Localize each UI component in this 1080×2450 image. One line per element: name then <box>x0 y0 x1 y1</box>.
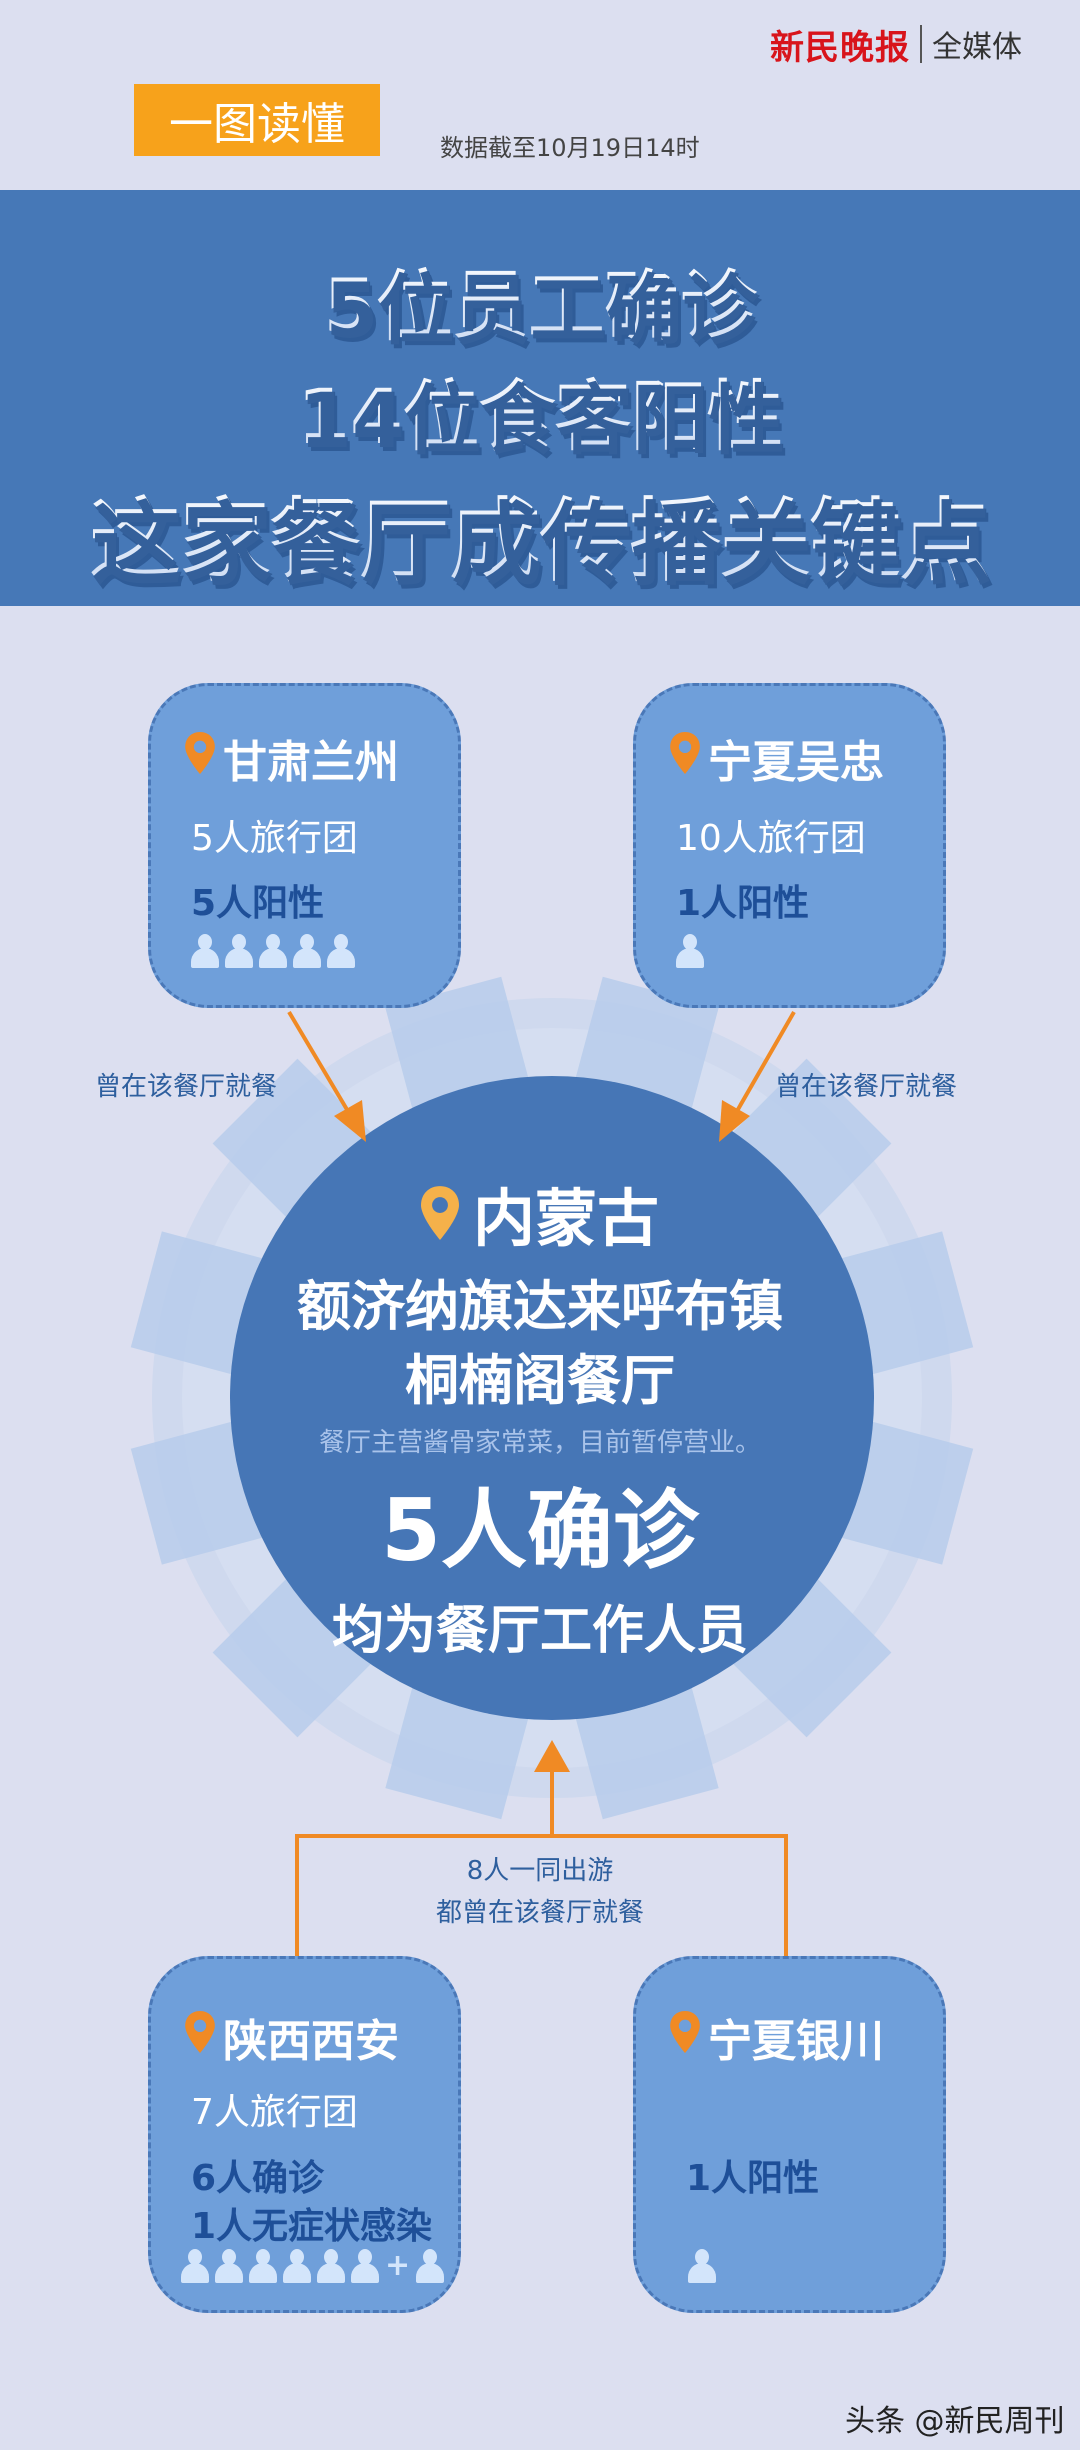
tag-badge: 一图读懂 <box>134 84 380 156</box>
center-detail: 均为餐厅工作人员 <box>331 1601 748 1661</box>
person-icons <box>189 934 357 968</box>
person-icons <box>686 2249 718 2283</box>
card-result-2: 1人无症状感染 <box>191 2206 433 2247</box>
person-icon <box>414 2249 446 2283</box>
title-line-1: 5位员工确诊 <box>0 245 1080 355</box>
arrowheads <box>334 1100 750 1772</box>
arrow-up-icon <box>534 1740 570 1772</box>
center-note: 餐厅主营酱骨家常菜，目前暂停营业。 <box>318 1428 761 1458</box>
card-title: 甘肃兰州 <box>185 726 399 790</box>
center-restaurant: 桐楠阁餐厅 <box>405 1349 675 1412</box>
gear-tooth <box>212 1574 376 1738</box>
person-icons: + <box>179 2249 446 2283</box>
card-title: 陕西西安 <box>185 2005 399 2069</box>
logo: 新民晚报 全媒体 <box>770 22 1022 68</box>
gear-tooth <box>130 1420 269 1565</box>
card-location: 宁夏银川 <box>708 2016 884 2067</box>
gear-tooth <box>212 1058 376 1222</box>
card-title: 宁夏银川 <box>670 2005 884 2069</box>
person-icon <box>291 934 323 968</box>
gear-tooth <box>385 976 530 1115</box>
gear-tooth <box>728 1574 892 1738</box>
arrow-right-icon <box>719 1100 750 1142</box>
logo-main: 新民晚报 <box>770 27 910 68</box>
card-group: 5人旅行团 <box>191 818 358 859</box>
person-icon <box>686 2249 718 2283</box>
date-note: 数据截至10月19日14时 <box>440 134 700 162</box>
location-pin-icon <box>670 2010 700 2064</box>
card-gansu-lanzhou: 甘肃兰州 5人旅行团 5人阳性 <box>148 683 461 1008</box>
card-ningxia-wuzhong: 宁夏吴忠 10人旅行团 1人阳性 <box>633 683 946 1008</box>
card-location: 宁夏吴忠 <box>708 737 884 788</box>
title-line-2: 14位食客阳性 <box>0 355 1080 465</box>
location-pin-icon <box>185 731 215 785</box>
person-icon <box>315 2249 347 2283</box>
card-group: 10人旅行团 <box>676 818 866 859</box>
center-circle <box>230 1076 874 1720</box>
center-town: 额济纳旗达来呼布镇 <box>297 1275 783 1338</box>
watermark: 头条 @新民周刊 <box>845 2404 1065 2439</box>
card-title: 宁夏吴忠 <box>670 726 884 790</box>
card-result: 6人确诊 <box>191 2158 325 2199</box>
edge-label-bottom-2: 都曾在该餐厅就餐 <box>435 1898 644 1928</box>
connector-lines <box>287 1010 796 1956</box>
center-region: 内蒙古 <box>0 1168 1080 1258</box>
card-result: 5人阳性 <box>191 883 325 924</box>
gear-tooth <box>835 1231 974 1376</box>
person-icon <box>674 934 706 968</box>
person-icon <box>213 2249 245 2283</box>
location-pin-icon <box>670 731 700 785</box>
card-group: 7人旅行团 <box>191 2092 358 2133</box>
edge-label-left: 曾在该餐厅就餐 <box>95 1072 278 1102</box>
arrow-left-icon <box>334 1100 366 1142</box>
gear-tooth <box>574 1681 719 1820</box>
location-pin-icon <box>420 1186 459 1240</box>
person-icon <box>281 2249 313 2283</box>
person-icon <box>179 2249 211 2283</box>
edge-label-right: 曾在该餐厅就餐 <box>775 1072 958 1102</box>
title-banner <box>0 190 1080 606</box>
person-icon <box>349 2249 381 2283</box>
person-icon <box>247 2249 279 2283</box>
gear-tooth <box>728 1058 892 1222</box>
card-ningxia-yinchuan: 宁夏银川 1人阳性 <box>633 1956 946 2313</box>
card-result: 1人阳性 <box>686 2158 820 2199</box>
title-line-3: 这家餐厅成传播关键点 <box>0 468 1080 598</box>
person-icon <box>325 934 357 968</box>
gear-tooth <box>574 976 719 1115</box>
logo-divider <box>920 25 922 63</box>
card-location: 甘肃兰州 <box>223 737 399 788</box>
person-icon <box>189 934 221 968</box>
card-location: 陕西西安 <box>223 2016 399 2067</box>
gear-tooth <box>835 1420 974 1565</box>
logo-sub: 全媒体 <box>932 30 1022 65</box>
person-icon <box>257 934 289 968</box>
gear-tooth <box>385 1681 530 1820</box>
card-result: 1人阳性 <box>676 883 810 924</box>
location-pin-icon <box>185 2010 215 2064</box>
edge-label-bottom-1: 8人一同出游 <box>466 1856 614 1886</box>
person-icons <box>674 934 706 968</box>
card-shaanxi-xian: 陕西西安 7人旅行团 6人确诊 1人无症状感染 + <box>148 1956 461 2313</box>
center-region-text: 内蒙古 <box>472 1182 659 1255</box>
gear-tooth <box>130 1231 269 1376</box>
plus-icon: + <box>385 2248 411 2283</box>
center-count: 5人确诊 <box>381 1481 699 1581</box>
person-icon <box>223 934 255 968</box>
